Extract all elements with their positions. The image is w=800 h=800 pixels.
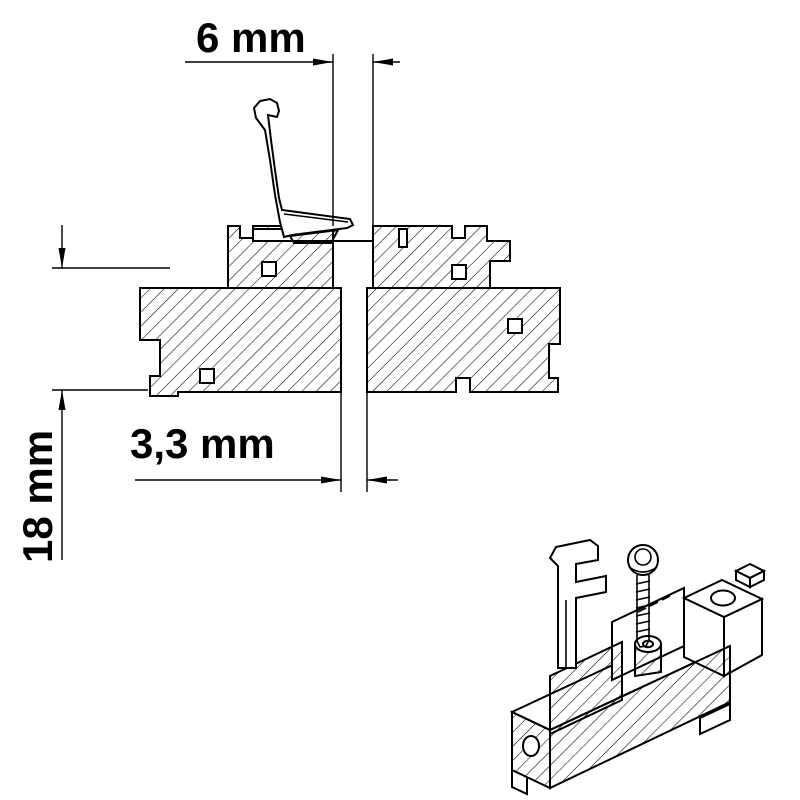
clip-latch-line <box>283 213 349 223</box>
dimension-6mm: 6 mm <box>185 14 400 226</box>
dimension-label-6mm: 6 mm <box>196 14 306 61</box>
din-clip-bracket <box>548 538 607 669</box>
dimension-label-18mm: 18 mm <box>14 430 61 563</box>
clip-wedge <box>288 228 340 244</box>
dimension-18mm: 18 mm <box>14 225 170 563</box>
arrow-left <box>367 476 387 484</box>
arrow-right <box>321 476 341 484</box>
dimension-3-3mm: 3,3 mm <box>130 392 398 492</box>
foot-step-left <box>511 770 528 796</box>
retaining-clip <box>252 97 355 239</box>
screw-tip <box>636 639 650 648</box>
screw-thread <box>635 620 651 625</box>
arrow-right <box>313 58 333 66</box>
screw-thread <box>635 604 651 609</box>
riser-mark <box>649 601 659 607</box>
socket-tab-right <box>749 569 765 589</box>
screw-thread <box>635 628 651 633</box>
screw-hex-socket <box>634 548 652 566</box>
riser-mark <box>661 595 671 601</box>
arrow-up <box>58 390 66 410</box>
screw-head-chord <box>628 566 658 573</box>
section-view <box>139 97 561 397</box>
isometric-view <box>509 538 767 796</box>
screw-thread <box>635 588 651 593</box>
screw-thread <box>635 596 651 601</box>
section-body-left <box>139 225 342 397</box>
riser-mark <box>637 607 647 613</box>
screw-thread <box>635 612 651 617</box>
screw-thread <box>635 580 651 585</box>
section-body-right <box>366 225 561 393</box>
foot-step-right <box>699 702 731 736</box>
mounting-hole <box>522 735 540 757</box>
mounting-screw <box>627 544 659 648</box>
dimension-label-3-3mm: 3,3 mm <box>130 420 275 467</box>
arrow-down <box>58 248 66 268</box>
arrow-left <box>373 58 393 66</box>
socket-hole <box>710 589 736 607</box>
